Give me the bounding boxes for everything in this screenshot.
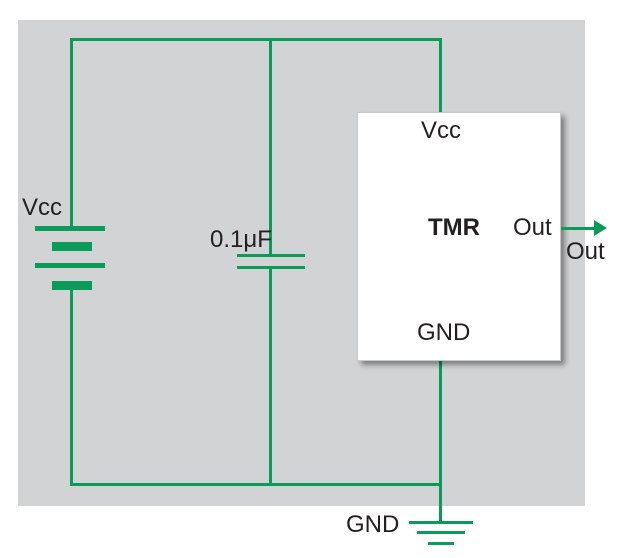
output-arrow-head-icon <box>594 220 607 236</box>
ground-line-1 <box>409 521 473 524</box>
wire-ic-vcc <box>439 38 442 113</box>
battery-label: Vcc <box>22 194 63 221</box>
wire-ic-gnd <box>439 361 442 523</box>
output-label: Out <box>566 238 605 265</box>
wire-bottom-rail <box>70 483 442 486</box>
ic-pin-label-vcc: Vcc <box>421 117 462 144</box>
battery-plate-short-1 <box>52 242 92 251</box>
wire-battery-top <box>70 38 73 228</box>
ic-pin-label-out: Out <box>513 214 552 241</box>
ground-line-3 <box>428 542 454 545</box>
output-arrow-line <box>561 227 597 230</box>
capacitor-label: 0.1μF <box>210 226 272 253</box>
battery-plate-long-2 <box>35 263 105 268</box>
wire-capacitor-bottom <box>269 268 272 486</box>
battery-plate-long-1 <box>35 226 105 231</box>
ic-pin-label-gnd: GND <box>417 319 471 346</box>
ground-line-2 <box>417 531 465 534</box>
timer-ic-box <box>357 112 561 361</box>
battery-plate-short-2 <box>52 281 92 290</box>
capacitor-plate-bottom <box>237 266 305 269</box>
wire-battery-bottom <box>70 288 73 486</box>
capacitor-plate-top <box>237 254 305 257</box>
ground-label: GND <box>346 511 400 538</box>
wire-top-rail <box>70 38 442 41</box>
ic-name-label: TMR <box>428 214 480 241</box>
wire-capacitor-top <box>269 38 272 256</box>
